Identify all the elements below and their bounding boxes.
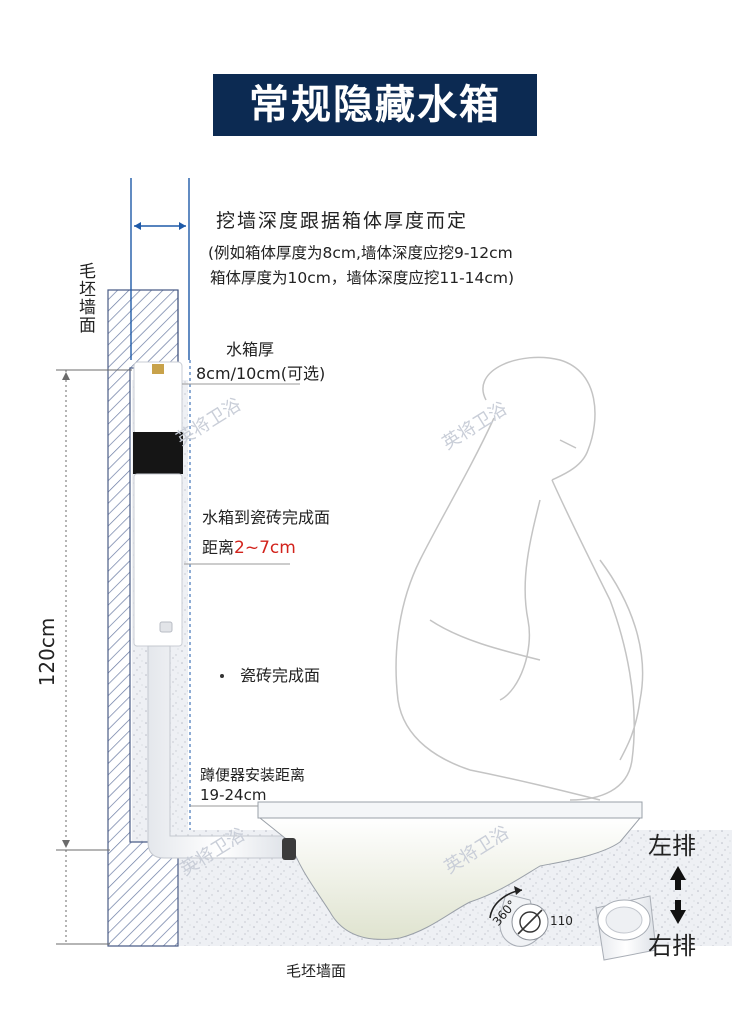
flush-pipe bbox=[147, 645, 291, 859]
cistern-fitting bbox=[152, 364, 164, 374]
arrow-up-icon bbox=[670, 866, 686, 890]
page-title: 常规隐藏水箱 bbox=[213, 74, 537, 136]
install-distance-label: 蹲便器安装距离 bbox=[200, 766, 306, 784]
wall-depth-arrow-head-right bbox=[179, 222, 186, 230]
drain-left-label: 左排 bbox=[648, 832, 696, 860]
tile-surface-marker bbox=[220, 674, 224, 678]
squat-pan bbox=[257, 801, 643, 940]
height-label: 120cm bbox=[35, 617, 59, 687]
height-arrow-up bbox=[62, 372, 70, 380]
cistern-valve bbox=[159, 621, 173, 633]
drain-right-label: 右排 bbox=[648, 932, 696, 960]
wall-depth-arrow-head-left bbox=[134, 222, 141, 230]
wall-depth-note-1: (例如箱体厚度为8cm,墙体深度应挖9-12cm bbox=[208, 244, 513, 262]
tile-surface-label: 瓷砖完成面 bbox=[240, 666, 321, 685]
rotation-arrow-icon-head bbox=[514, 886, 522, 895]
tank-to-tile-prefix: 距离 bbox=[202, 538, 235, 557]
bottom-wall-label: 毛坯墙面 bbox=[286, 962, 347, 980]
install-distance-value: 19-24cm bbox=[200, 786, 267, 804]
tank-to-tile-distance: 距离2~7cm bbox=[202, 534, 296, 558]
tank-thickness-value: 8cm/10cm(可选) bbox=[196, 364, 326, 383]
arrow-down-icon bbox=[670, 900, 686, 924]
tank-to-tile-label: 水箱到瓷砖完成面 bbox=[202, 508, 331, 527]
rough-wall-label: 毛坯墙面 bbox=[75, 262, 95, 334]
tank-to-tile-value: 2~7cm bbox=[234, 538, 296, 558]
tank-thickness-label: 水箱厚 bbox=[226, 340, 275, 359]
height-arrow-down bbox=[62, 840, 70, 848]
cistern-band bbox=[133, 432, 183, 474]
drain-assembly bbox=[499, 893, 657, 961]
wall-depth-note-2: 箱体厚度为10cm，墙体深度应挖11-14cm) bbox=[210, 269, 515, 287]
diameter-label: 110 bbox=[550, 914, 573, 928]
squatting-figure bbox=[395, 356, 644, 801]
cistern-body bbox=[133, 473, 183, 647]
wall-depth-heading: 挖墙深度跟据箱体厚度而定 bbox=[216, 210, 469, 232]
